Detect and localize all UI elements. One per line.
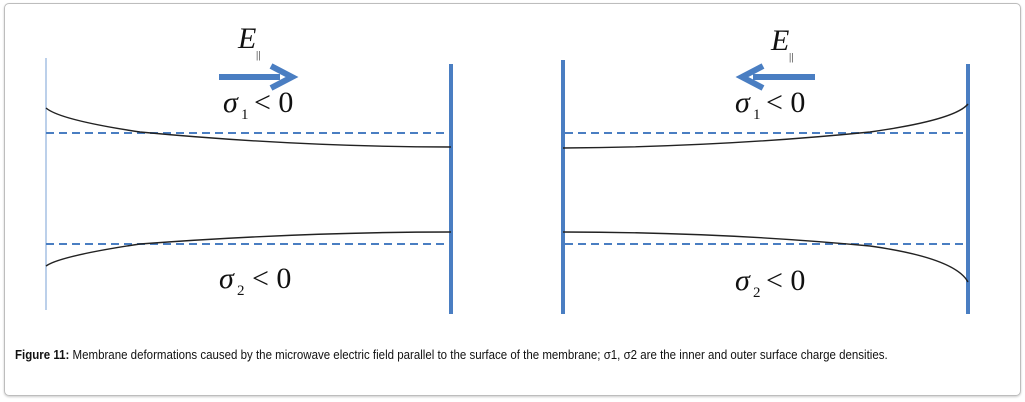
field-label: E [237,22,256,55]
sigma2-subscript: 2 [753,285,761,301]
field-label: E [770,24,789,57]
field-subscript: || [789,51,793,63]
left-panel: E || σ 1 < 0 σ 2 < 0 [45,22,453,314]
sigma1-subscript: 1 [753,107,761,123]
sigma1-symbol: σ [223,86,239,119]
upper-membrane-curve [562,103,969,149]
figure-frame [4,3,1021,396]
caption-label: Figure 11: [15,348,70,362]
sigma2-relation: < 0 [766,264,805,297]
sigma1-relation: < 0 [254,86,293,119]
sigma1-relation: < 0 [766,86,805,119]
upper-membrane-curve [45,107,452,148]
arrow-right-head [269,63,299,91]
sigma2-symbol: σ [219,262,235,295]
figure-caption: Figure 11: Membrane deformations caused … [15,347,935,364]
membrane-diagram: E || σ 1 < 0 σ 2 < 0 E || σ 1 < 0 σ 2 < … [45,22,970,314]
sigma1-symbol: σ [735,86,751,119]
sigma2-relation: < 0 [252,262,291,295]
right-panel: E || σ 1 < 0 σ 2 < 0 [561,24,970,314]
sigma2-subscript: 2 [237,283,245,299]
sigma1-subscript: 1 [241,107,249,123]
caption-text: Membrane deformations caused by the micr… [69,348,888,362]
arrow-left-head [735,63,765,91]
field-subscript: || [256,49,260,61]
lower-membrane-curve [562,231,969,283]
sigma2-symbol: σ [735,264,751,297]
lower-membrane-curve [45,231,452,267]
